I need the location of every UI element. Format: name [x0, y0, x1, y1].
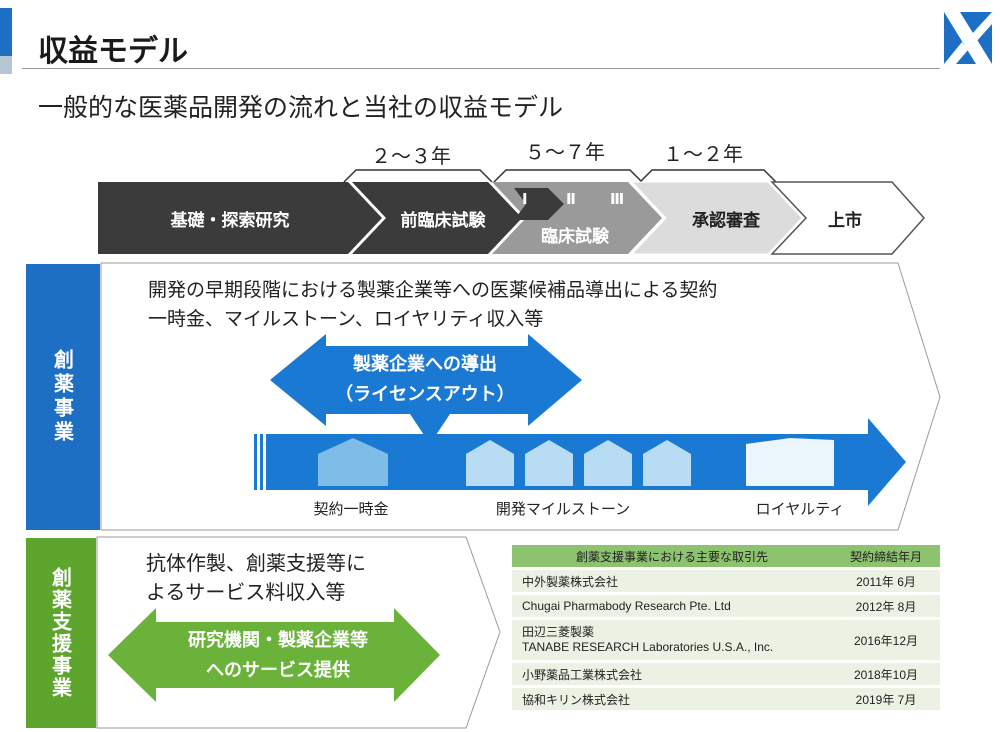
header-accent-bar-light — [0, 56, 12, 74]
phase1-marker — [514, 188, 564, 220]
partner-date: 2016年12月 — [832, 620, 940, 660]
stage-basic-label: 基礎・探索研究 — [170, 211, 290, 231]
stage-basic-shape — [98, 182, 382, 254]
table-row: 田辺三菱製薬 TANABE RESEARCH Laboratories U.S.… — [512, 620, 940, 660]
table-row: 小野薬品工業株式会社 2018年10月 — [512, 663, 940, 685]
partner-name: Chugai Pharmabody Research Pte. Ltd — [512, 595, 832, 617]
header-rule — [22, 68, 972, 69]
milestone-dev-marker-2 — [525, 440, 573, 486]
support-side-label: 創薬支援事業 — [26, 538, 96, 728]
partners-header-date: 契約締結年月 — [832, 545, 940, 567]
period-brackets — [343, 169, 777, 183]
partner-name-multiline: 田辺三菱製薬 TANABE RESEARCH Laboratories U.S.… — [512, 620, 832, 660]
partner-date: 2018年10月 — [832, 663, 940, 685]
service-arrow-line1: 研究機関・製薬企業等 — [188, 630, 368, 651]
company-logo-icon — [940, 6, 996, 70]
period-preclinical: ２～３年 — [371, 144, 451, 168]
partner-name: 田辺三菱製薬 — [522, 625, 595, 639]
service-arrow — [108, 608, 440, 702]
drug-discovery-side-label: 創薬事業 — [26, 264, 100, 530]
table-row: 中外製薬株式会社 2011年 6月 — [512, 570, 940, 592]
support-description-line2: よるサービス料収入等 — [146, 580, 346, 604]
stage-chevrons — [98, 181, 926, 255]
header-accent-bar — [0, 8, 12, 66]
license-out-line2: （ライセンスアウト） — [335, 384, 515, 405]
partner-date: 2011年 6月 — [832, 570, 940, 592]
table-row: 協和キリン株式会社 2019年 7月 — [512, 688, 940, 710]
support-description-line1: 抗体作製、創薬支援等に — [146, 551, 366, 575]
period-clinical: ５～７年 — [525, 140, 605, 164]
milestone-label-upfront: 契約一時金 — [313, 500, 389, 518]
partners-table-header: 創薬支援事業における主要な取引先 契約締結年月 — [512, 545, 940, 567]
milestone-dev-marker-4 — [643, 440, 691, 486]
license-out-arrow — [270, 334, 582, 444]
partner-name: 小野薬品工業株式会社 — [512, 663, 832, 685]
partner-name-secondary: TANABE RESEARCH Laboratories U.S.A., Inc… — [522, 640, 774, 654]
drug-discovery-description-line1: 開発の早期段階における製薬企業等への医薬候補品導出による契約 — [148, 279, 718, 301]
stage-launch-shape — [770, 181, 926, 255]
license-out-text: 製薬企業への導出 （ライセンスアウト） — [320, 350, 530, 410]
page-title: 収益モデル — [38, 34, 188, 69]
phase3-label: Ⅲ — [610, 190, 625, 208]
partners-header-name: 創薬支援事業における主要な取引先 — [512, 545, 832, 567]
phase2-label: Ⅱ — [566, 190, 576, 208]
partner-date: 2012年 8月 — [832, 595, 940, 617]
stage-preclinical-shape — [352, 182, 522, 254]
stage-approval-label: 承認審査 — [692, 211, 760, 231]
stage-preclinical-label: 前臨床試験 — [400, 211, 486, 231]
milestone-royalty-marker — [746, 438, 834, 486]
license-out-line1: 製薬企業への導出 — [353, 354, 497, 375]
partners-table: 創薬支援事業における主要な取引先 契約締結年月 中外製薬株式会社 2011年 6… — [512, 542, 940, 713]
service-arrow-line2: へのサービス提供 — [206, 660, 350, 681]
table-row: Chugai Pharmabody Research Pte. Ltd 2012… — [512, 595, 940, 617]
stage-approval-shape — [630, 181, 803, 255]
drug-discovery-description: 開発の早期段階における製薬企業等への医薬候補品導出による契約 一時金、マイルスト… — [148, 276, 717, 334]
period-approval: １～２年 — [663, 142, 743, 166]
milestone-upfront-marker — [318, 438, 388, 486]
milestone-label-royalty: ロイヤルティ — [755, 500, 845, 518]
support-description: 抗体作製、創薬支援等に よるサービス料収入等 — [146, 549, 366, 607]
partner-name: 協和キリン株式会社 — [512, 688, 832, 710]
drug-discovery-description-line2: 一時金、マイルストーン、ロイヤリティ収入等 — [148, 308, 544, 330]
partner-date: 2019年 7月 — [832, 688, 940, 710]
milestone-dev-marker-1 — [466, 440, 514, 486]
service-arrow-text: 研究機関・製薬企業等 へのサービス提供 — [158, 626, 398, 686]
revenue-timeline-arrow — [254, 418, 906, 506]
milestone-label-development: 開発マイルストーン — [495, 500, 631, 518]
phase1-label: Ⅰ — [522, 190, 528, 208]
stage-launch-label: 上市 — [828, 211, 862, 231]
page-subtitle: 一般的な医薬品開発の流れと当社の収益モデル — [38, 93, 564, 122]
partner-name: 中外製薬株式会社 — [512, 570, 832, 592]
stage-clinical-label: 臨床試験 — [541, 227, 609, 247]
milestone-dev-marker-3 — [584, 440, 632, 486]
